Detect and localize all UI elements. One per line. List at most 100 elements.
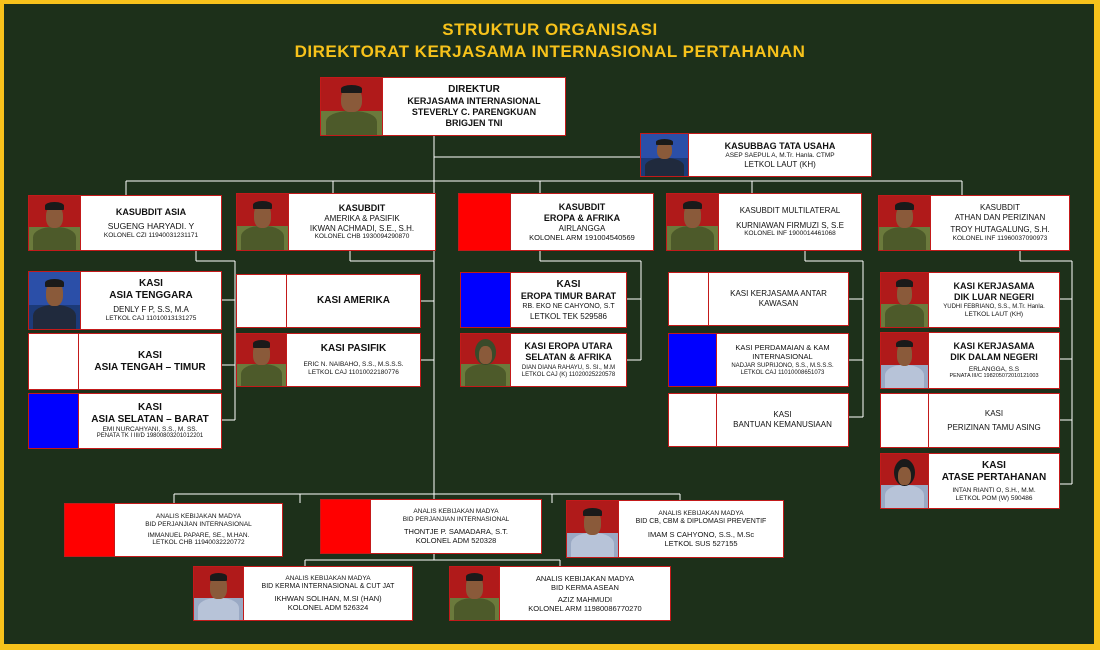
kasi-perdamaian-photo-placeholder: [669, 334, 717, 386]
kasubdit-multilateral-title: KASUBDIT MULTILATERAL: [739, 206, 841, 215]
kasubbag-tu-name: ASEP SAEPUL A, M.Tr. Hanla. CTMP: [725, 151, 835, 159]
box-direktur: DIREKTUR KERJASAMA INTERNASIONAL STEVERL…: [320, 77, 566, 136]
kasubdit-amerika-unit: AMERIKA & PASIFIK: [324, 213, 400, 223]
kasi-atase-pertahanan-photo: [881, 454, 929, 508]
direktur-name: STEVERLY C. PARENGKUAN: [411, 107, 537, 118]
box-kasi-eropa-utara-selatan: KASI EROPA UTARA SELATAN & AFRIKA DIAN D…: [460, 333, 627, 387]
kasubdit-eropa-unit: EROPA & AFRIKA: [543, 212, 621, 223]
kasi-atase-pertahanan-unit: ATASE PERTAHANAN: [941, 471, 1047, 483]
kasi-asia-tenggara-rank: LETKOL CAJ 11010013131275: [105, 314, 197, 322]
kasubdit-athan-photo: [879, 196, 931, 250]
box-kasi-perizinan-tamu-asing: KASI PERIZINAN TAMU ASING: [880, 393, 1060, 448]
kasi-perdamaian-name: NADJAR SUPRIJONO, S.S., M.S.S.S.: [731, 362, 834, 369]
box-kasi-amerika: KASI AMERIKA: [236, 274, 421, 328]
box-kasi-asia-selatan-barat: KASI ASIA SELATAN – BARAT EMI NURCAHYANI…: [28, 393, 222, 449]
box-kasi-pasifik: KASI PASIFIK ERIC N. NAIBAHO, S.S., M.S.…: [236, 333, 421, 387]
title-line-1: STRUKTUR ORGANISASI: [442, 20, 658, 39]
direktur-photo: [321, 78, 383, 135]
direktur-unit: KERJASAMA INTERNASIONAL: [407, 96, 541, 107]
kasi-eropa-utara-selatan-title: KASI EROPA UTARA: [524, 341, 613, 352]
kasi-perdamaian-unit: INTERNASIONAL: [752, 351, 813, 361]
kasi-asia-tenggara-photo: [29, 272, 81, 329]
analis-cb-cbm-name: IMAM S CAHYONO, S.S., M.Sc: [647, 529, 755, 539]
box-analis-cb-cbm: ANALIS KEBIJAKAN MADYA BID CB, CBM & DIP…: [566, 500, 784, 558]
analis-kerma-asean-unit: BID KERMA ASEAN: [551, 583, 619, 592]
kasi-asia-tengah-timur-photo-placeholder: [29, 334, 79, 389]
analis-perjanjian-2-photo-placeholder: [321, 500, 371, 553]
kasi-bantuan-kemanusiaan-title: KASI: [773, 410, 792, 420]
analis-kerma-asean-name: AZIZ MAHMUDI: [557, 595, 613, 604]
kasubdit-asia-rank: KOLONEL CZI 11940031231171: [103, 231, 199, 239]
box-kasubdit-athan: KASUBDIT ATHAN DAN PERIZINAN TROY HUTAGA…: [878, 195, 1070, 251]
kasi-asia-tenggara-name: DENLY F P, S.S, M.A: [113, 305, 189, 315]
kasi-bantuan-kemanusiaan-photo-placeholder: [669, 394, 717, 446]
kasi-amerika-title: KASI AMERIKA: [317, 295, 390, 306]
kasubdit-amerika-photo: [237, 194, 289, 250]
kasi-asia-tenggara-unit: ASIA TENGGARA: [109, 290, 193, 302]
kasubdit-asia-name: SUGENG HARYADI. Y: [107, 221, 195, 232]
kasi-asia-selatan-barat-unit: ASIA SELATAN – BARAT: [91, 413, 209, 425]
kasi-perizinan-tamu-asing-unit: PERIZINAN TAMU ASING: [947, 422, 1041, 432]
kasi-atase-pertahanan-title: KASI: [982, 459, 1006, 471]
kasi-pasifik-photo: [237, 334, 287, 386]
box-analis-kerma-internasional: ANALIS KEBIJAKAN MADYA BID KERMA INTERNA…: [193, 566, 413, 621]
box-analis-perjanjian-1: ANALIS KEBIJAKAN MADYA BID PERJANJIAN IN…: [64, 503, 283, 557]
kasubdit-athan-name: TROY HUTAGALUNG, S.H.: [950, 225, 1050, 235]
kasubdit-eropa-rank: KOLONEL ARM 191004540569: [529, 233, 635, 243]
kasi-asia-tenggara-title: KASI: [139, 278, 163, 290]
kasi-dik-luar-negeri-photo: [881, 273, 929, 327]
kasi-eropa-utara-selatan-rank: LETKOL CAJ (K) 11020025220578: [521, 371, 616, 378]
box-analis-kerma-asean: ANALIS KEBIJAKAN MADYA BID KERMA ASEAN A…: [449, 566, 671, 621]
kasi-atase-pertahanan-rank: LETKOL POM (W) 590486: [955, 494, 1033, 502]
box-kasubdit-eropa: KASUBDIT EROPA & AFRIKA AIRLANGGA KOLONE…: [458, 193, 654, 251]
kasubdit-athan-rank: KOLONEL INF 11960037090973: [952, 234, 1048, 242]
box-kasi-bantuan-kemanusiaan: KASI BANTUAN KEMANUSIAAN: [668, 393, 849, 447]
analis-kerma-internasional-photo: [194, 567, 244, 620]
box-kasubbag-tu: KASUBBAG TATA USAHA ASEP SAEPUL A, M.Tr.…: [640, 133, 872, 177]
analis-kerma-internasional-name: IKHWAN SOLIHAN, M.SI (HAN): [274, 594, 382, 604]
kasi-pasifik-title: KASI PASIFIK: [320, 343, 387, 355]
box-kasi-asia-tenggara: KASI ASIA TENGGARA DENLY F P, S.S, M.A L…: [28, 271, 222, 330]
analis-kerma-internasional-unit: BID KERMA INTERNASIONAL & CUT JAT: [261, 582, 395, 590]
kasi-dik-dalam-negeri-name: ERLANGGA, S.S: [968, 365, 1020, 373]
analis-perjanjian-1-title: ANALIS KEBIJAKAN MADYA: [155, 512, 242, 520]
kasi-kerjasama-antar-kawasan-photo-placeholder: [669, 273, 709, 325]
kasi-asia-selatan-barat-title: KASI: [138, 401, 162, 413]
analis-cb-cbm-title: ANALIS KEBIJAKAN MADYA: [658, 510, 744, 518]
kasi-atase-pertahanan-name: INTAN RIANTI O, S.H., M.M.: [952, 486, 1036, 494]
kasubdit-athan-title: KASUBDIT: [979, 203, 1020, 213]
kasi-perdamaian-title: KASI PERDAMAIAN & KAM: [735, 342, 830, 352]
kasi-pasifik-name: ERIC N. NAIBAHO, S.S., M.S.S.S.: [303, 361, 404, 369]
box-kasubdit-amerika: KASUBDIT AMERIKA & PASIFIK IKWAN ACHMADI…: [236, 193, 436, 251]
kasubdit-eropa-photo-placeholder: [459, 194, 511, 250]
analis-perjanjian-2-rank: KOLONEL ADM 520328: [415, 535, 497, 545]
kasubdit-amerika-title: KASUBDIT: [338, 203, 386, 214]
kasubdit-multilateral-name: KURNIAWAN FIRMUZI S, S.E: [736, 220, 844, 230]
box-kasi-dik-luar-negeri: KASI KERJASAMA DIK LUAR NEGERI YUDHI FEB…: [880, 272, 1060, 328]
box-kasi-atase-pertahanan: KASI ATASE PERTAHANAN INTAN RIANTI O, S.…: [880, 453, 1060, 509]
kasi-eropa-timur-barat-name: RB. EKO NE CAHYONO, S.T: [522, 303, 615, 311]
kasi-asia-selatan-barat-rank: PENATA TK I III/D 19800803201012201: [96, 433, 204, 440]
kasi-eropa-timur-barat-title: KASI: [556, 278, 581, 290]
analis-kerma-asean-photo: [450, 567, 500, 620]
kasubbag-tu-title: KASUBBAG TATA USAHA: [724, 140, 836, 151]
kasi-asia-tengah-timur-unit: ASIA TENGAH – TIMUR: [94, 361, 206, 373]
box-kasubdit-multilateral: KASUBDIT MULTILATERAL KURNIAWAN FIRMUZI …: [666, 193, 862, 251]
box-kasi-eropa-timur-barat: KASI EROPA TIMUR BARAT RB. EKO NE CAHYON…: [460, 272, 627, 328]
analis-kerma-asean-title: ANALIS KEBIJAKAN MADYA: [535, 574, 635, 583]
analis-kerma-asean-rank: KOLONEL ARM 11980086770270: [528, 604, 642, 613]
analis-kerma-internasional-rank: KOLONEL ADM 526324: [287, 603, 369, 613]
kasi-dik-luar-negeri-name: YUDHI FEBRIANO, S.S., M.Tr. Hanla.: [943, 304, 1045, 311]
analis-perjanjian-1-rank: LETKOL CHB 11940032220772: [152, 539, 245, 547]
kasi-asia-selatan-barat-name: EMI NURCAHYANI, S.S., M. SS.: [102, 425, 198, 433]
kasi-dik-luar-negeri-unit: DIK LUAR NEGERI: [953, 291, 1034, 302]
direktur-title: DIREKTUR: [448, 84, 500, 96]
kasi-amerika-photo-placeholder: [237, 275, 287, 327]
kasi-dik-dalam-negeri-rank: PENATA III/C 198205072010121003: [949, 373, 1039, 380]
kasi-bantuan-kemanusiaan-unit: BANTUAN KEMANUSIAAN: [733, 420, 832, 429]
analis-cb-cbm-photo: [567, 501, 619, 557]
kasubdit-amerika-name: IKWAN ACHMADI, S.E., S.H.: [309, 223, 415, 233]
kasi-eropa-timur-barat-rank: LETKOL TEK 529586: [530, 311, 607, 321]
box-kasi-asia-tengah-timur: KASI ASIA TENGAH – TIMUR: [28, 333, 222, 390]
kasi-perizinan-tamu-asing-title: KASI: [984, 408, 1004, 418]
